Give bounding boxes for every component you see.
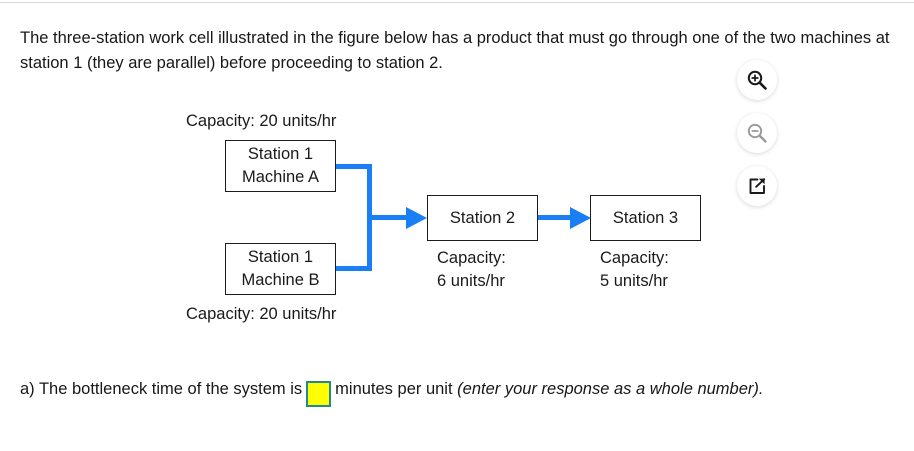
bottleneck-time-input[interactable] [306, 380, 332, 407]
node-line-1: Station 1 [247, 248, 314, 266]
arrow-head-to-station-3 [570, 206, 591, 229]
answer-label-prefix: a) The bottleneck time of the system is [20, 380, 303, 398]
flow-line-merge-bus [367, 164, 372, 271]
node-line-1: Station 3 [612, 208, 679, 227]
node-station-3: Station 3 [590, 195, 701, 241]
zoom-in-button[interactable] [737, 60, 777, 100]
capacity-label-station-2: Capacity: 6 units/hr [437, 249, 506, 290]
zoom-out-icon [747, 123, 767, 143]
node-line-2: Machine A [241, 168, 320, 186]
capacity-label-machine-b: Capacity: 20 units/hr [186, 305, 337, 323]
flow-line-machine-a [336, 164, 372, 169]
node-station-1-machine-b: Station 1 Machine B [225, 243, 336, 295]
external-link-icon [749, 178, 766, 194]
flow-line-station-2-to-3 [538, 215, 572, 220]
problem-statement: The three-station work cell illustrated … [20, 28, 890, 72]
capacity-label-station-3: Capacity: 5 units/hr [600, 249, 669, 290]
answer-prompt: a) The bottleneck time of the system is m… [20, 376, 898, 407]
zoom-in-icon [747, 70, 767, 90]
capacity-label-machine-a: Capacity: 20 units/hr [186, 112, 337, 130]
work-cell-diagram: Capacity: 20 units/hr Capacity: 20 units… [0, 60, 914, 360]
arrow-head-to-station-2 [406, 206, 427, 229]
open-in-new-window-button[interactable] [737, 166, 777, 206]
zoom-out-button[interactable] [737, 113, 777, 153]
flow-line-to-station-2 [370, 215, 408, 220]
node-line-1: Station 1 [247, 145, 314, 163]
answer-unit-text: minutes per unit [335, 380, 453, 398]
node-station-2: Station 2 [427, 195, 538, 241]
answer-hint: (enter your response as a whole number). [457, 380, 764, 398]
node-line-1: Station 2 [449, 208, 516, 227]
flow-line-machine-b [336, 266, 372, 271]
node-station-1-machine-a: Station 1 Machine A [225, 140, 336, 192]
top-divider [0, 2, 914, 3]
node-line-2: Machine B [241, 271, 320, 289]
